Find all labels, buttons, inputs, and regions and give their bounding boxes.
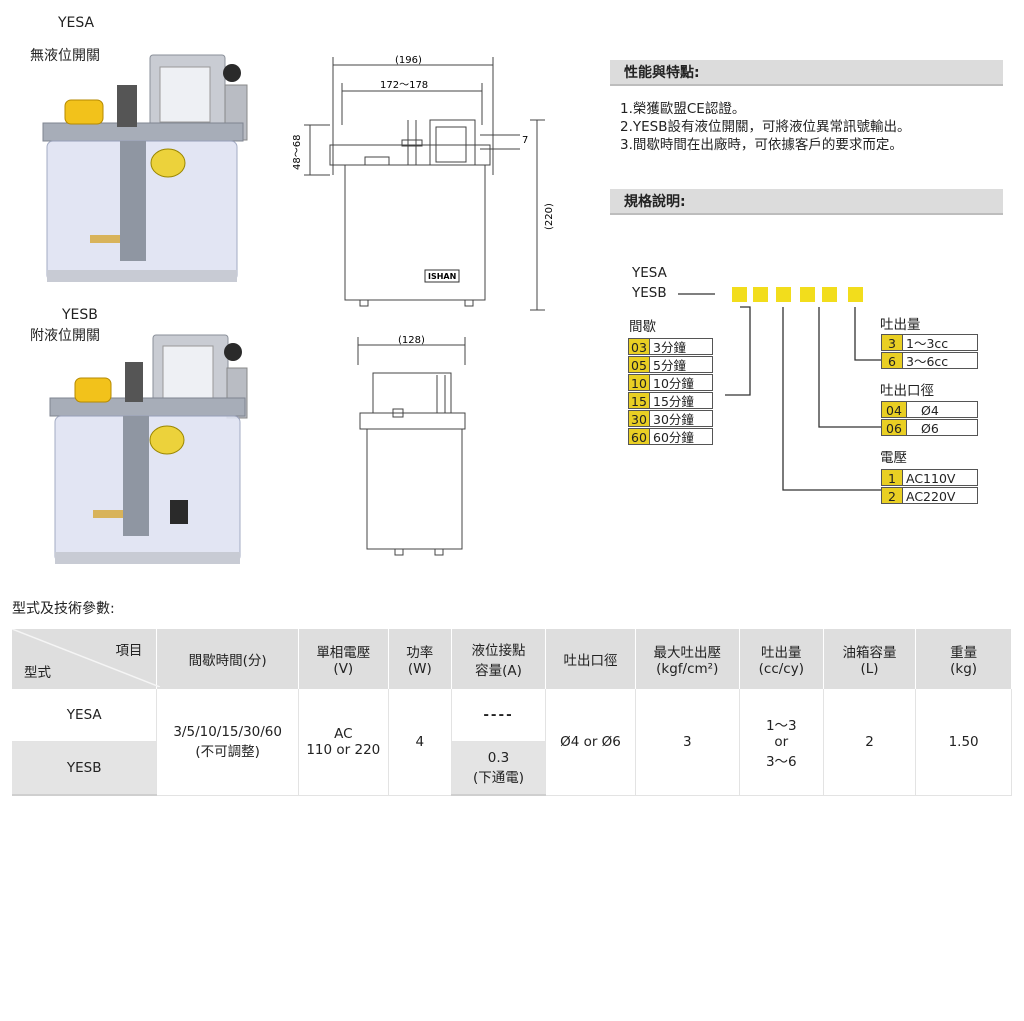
header-discharge: 吐出量(cc/cy) bbox=[739, 629, 824, 689]
side-view-drawing: (128) bbox=[357, 335, 466, 556]
dim-mount: 172～178 bbox=[380, 80, 428, 91]
yesa-product-image bbox=[42, 54, 248, 282]
feature-item: 2.YESB設有液位開關，可將液位異常訊號輸出。 bbox=[620, 119, 911, 135]
table-header-row: 項目 型式 間歇時間(分) 單相電壓(V) 功率(W) 液位接點容量(A) 吐出… bbox=[12, 629, 1012, 689]
row-model: YESA bbox=[12, 689, 158, 742]
yesa-note: 無液位開關 bbox=[30, 48, 100, 64]
discharge-label: 吐出量 bbox=[880, 317, 921, 333]
dim-depth: (128) bbox=[398, 335, 425, 346]
feature-item: 3.間歇時間在出廠時，可依據客戶的要求而定。 bbox=[620, 137, 903, 153]
corner-diagonal bbox=[12, 629, 160, 687]
table-caption: 型式及技術參數: bbox=[12, 601, 115, 617]
row-model: YESB bbox=[12, 741, 158, 796]
code-slot bbox=[848, 287, 863, 302]
feature-item: 1.榮獲歐盟CE認證。 bbox=[620, 101, 746, 117]
header-outlet: 吐出口徑 bbox=[545, 629, 636, 689]
cell-power: 4 bbox=[388, 689, 452, 796]
code-slot bbox=[822, 287, 837, 302]
feature-list: 1.榮獲歐盟CE認證。 2.YESB設有液位開關，可將液位異常訊號輸出。 3.間… bbox=[620, 100, 911, 154]
header-weight: 重量(kg) bbox=[915, 629, 1012, 689]
header-power: 功率(W) bbox=[388, 629, 452, 689]
code-slot bbox=[800, 287, 815, 302]
cell-interval: 3/5/10/15/30/60(不可調整) bbox=[156, 689, 299, 796]
header-tank: 油箱容量(L) bbox=[823, 629, 917, 689]
outlet-label: 吐出口徑 bbox=[880, 383, 934, 399]
cell-outlet: Ø4 or Ø6 bbox=[545, 689, 636, 796]
yesa-name: YESA bbox=[58, 15, 95, 31]
code-slot bbox=[732, 287, 747, 302]
dim-height: (220) bbox=[544, 203, 555, 230]
table-row: YESB 0.3(下通電) bbox=[12, 741, 1012, 796]
header-voltage: 單相電壓(V) bbox=[298, 629, 389, 689]
yesb-name: YESB bbox=[62, 307, 98, 323]
dim-width: (196) bbox=[395, 55, 422, 66]
cell-contact-yesa: ---- bbox=[451, 689, 547, 742]
code-slot bbox=[753, 287, 768, 302]
interval-label: 間歇 bbox=[629, 319, 656, 335]
cell-tank: 2 bbox=[823, 689, 917, 796]
front-view-drawing: (196) 172～178 48～68 7 (220) ISHAN bbox=[292, 55, 555, 311]
cell-weight: 1.50 bbox=[915, 689, 1012, 796]
model-a: YESA bbox=[632, 265, 667, 281]
dim-side: 48～68 bbox=[292, 135, 303, 170]
corner-top-label: 項目 bbox=[115, 643, 143, 659]
cell-pressure: 3 bbox=[635, 689, 740, 796]
header-contact: 液位接點容量(A) bbox=[451, 629, 547, 689]
corner-bottom-label: 型式 bbox=[24, 665, 51, 681]
drawing-brand: ISHAN bbox=[428, 272, 456, 281]
code-connectors bbox=[678, 293, 882, 491]
voltage-label: 電壓 bbox=[880, 450, 907, 466]
spec-table: 項目 型式 間歇時間(分) 單相電壓(V) 功率(W) 液位接點容量(A) 吐出… bbox=[12, 629, 1012, 796]
yesb-note: 附液位開關 bbox=[30, 328, 100, 344]
header-interval: 間歇時間(分) bbox=[156, 629, 299, 689]
header-pressure: 最大吐出壓(kgf/cm²) bbox=[635, 629, 740, 689]
code-slot bbox=[776, 287, 791, 302]
yesb-product-image bbox=[49, 334, 248, 564]
cell-contact-yesb: 0.3(下通電) bbox=[451, 741, 547, 796]
features-title: 性能與特點: bbox=[610, 60, 1003, 86]
corner-header: 項目 型式 bbox=[12, 629, 160, 689]
dim-seven: 7 bbox=[522, 135, 528, 146]
model-b: YESB bbox=[632, 285, 667, 301]
spec-title: 規格說明: bbox=[610, 189, 1003, 215]
